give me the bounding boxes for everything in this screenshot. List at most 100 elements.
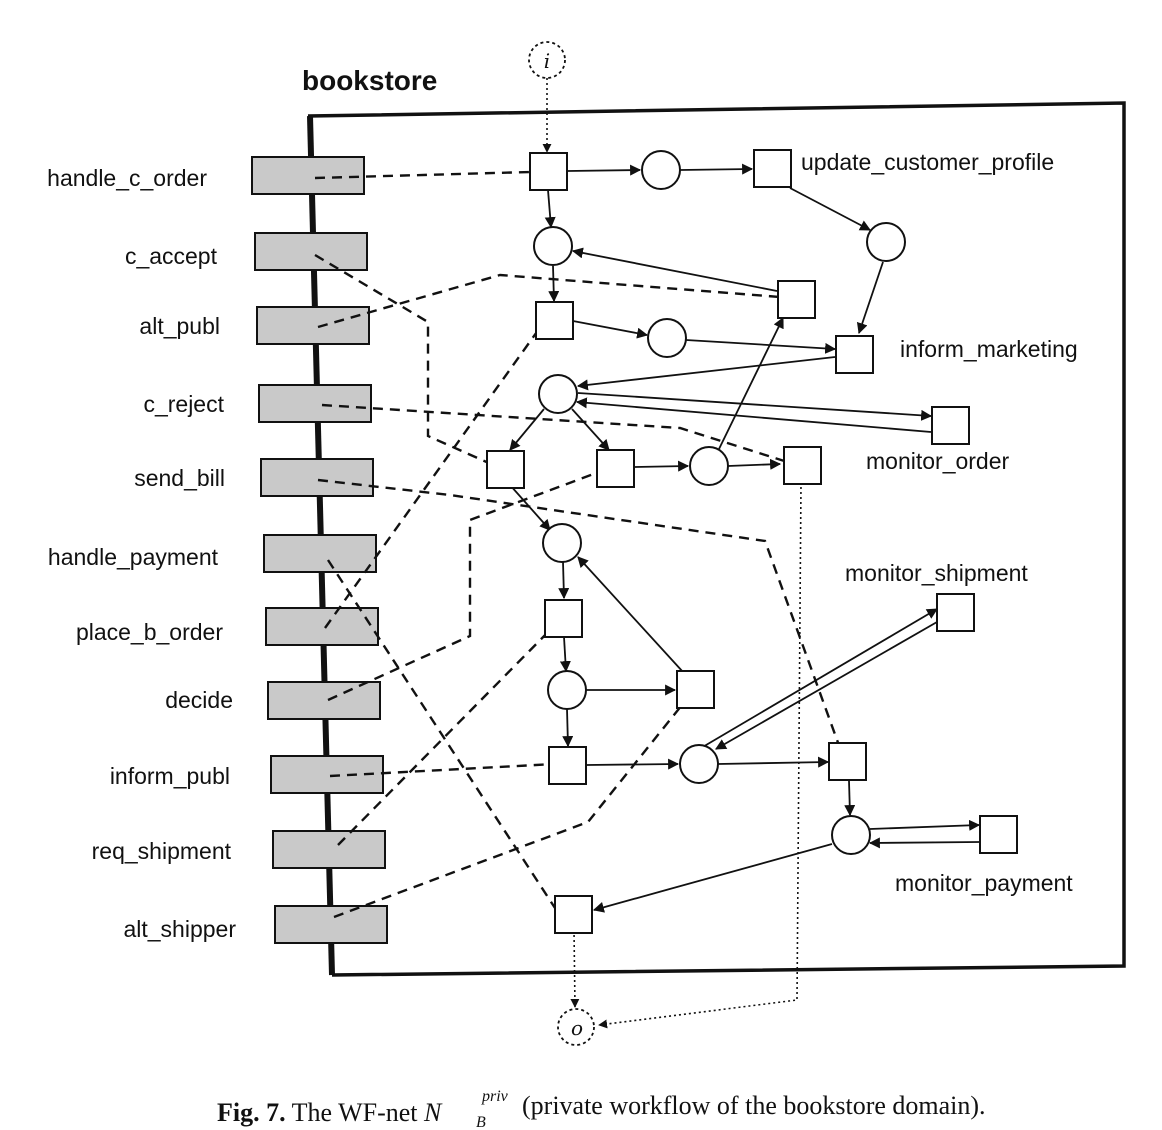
caption-superscript: priv bbox=[481, 1088, 509, 1105]
label-handle-c-order: handle_c_order bbox=[47, 165, 207, 191]
arc-t-to-p2 bbox=[571, 247, 778, 292]
arc-p2-to-t bbox=[548, 265, 560, 303]
interface-box-send-bill bbox=[260, 458, 374, 497]
arc-p5-to-t2 bbox=[727, 458, 782, 470]
label-inform-marketing: inform_marketing bbox=[900, 336, 1078, 362]
place bbox=[533, 226, 573, 266]
transition-labels: update_customer_profile inform_marketing… bbox=[801, 149, 1078, 896]
label-monitor-shipment: monitor_shipment bbox=[845, 560, 1028, 586]
caption-symbol: N bbox=[423, 1098, 443, 1127]
place bbox=[542, 523, 582, 563]
label-c-accept: c_accept bbox=[125, 243, 218, 269]
caption-subscript: B bbox=[476, 1114, 486, 1130]
place bbox=[866, 222, 906, 262]
arc-p-to-inform-marketing bbox=[856, 261, 884, 335]
end-place-label: o bbox=[571, 1016, 583, 1040]
arc-t-to-o-2 bbox=[598, 481, 802, 1029]
interface-connections bbox=[314, 170, 847, 919]
arc-p5-to-t bbox=[718, 317, 784, 450]
arc-p4-to-monitor-order bbox=[577, 392, 933, 421]
arc-t-to-o bbox=[570, 929, 580, 1008]
link-handle-payment bbox=[326, 559, 557, 909]
interface-box-c-accept bbox=[254, 232, 368, 271]
arc-monitor-order-to-p4 bbox=[575, 397, 932, 433]
transition-alt-shipper bbox=[676, 670, 715, 709]
label-alt-shipper: alt_shipper bbox=[123, 916, 236, 942]
transition-c-reject bbox=[783, 446, 822, 485]
caption-text: Fig. 7. The WF-net N bbox=[217, 1098, 443, 1127]
link-c-reject bbox=[321, 403, 801, 468]
arc-t1-to-p bbox=[567, 164, 642, 176]
arc-p8-to-t bbox=[717, 756, 830, 768]
place bbox=[538, 374, 578, 414]
transition-send-bill bbox=[828, 742, 867, 781]
caption-pre: The WF-net bbox=[286, 1098, 424, 1127]
arc-p7-to-t2 bbox=[562, 708, 574, 748]
figure-caption: Fig. 7. The WF-net N priv B (private wor… bbox=[217, 1088, 986, 1130]
label-inform-publ: inform_publ bbox=[110, 763, 230, 789]
label-c-reject: c_reject bbox=[143, 391, 224, 417]
arc-p8-to-monitor-shipment bbox=[700, 608, 938, 749]
interface-labels: handle_c_order c_accept alt_publ c_rejec… bbox=[47, 165, 236, 942]
arc-p-to-update-profile bbox=[679, 163, 754, 175]
interface-box-alt-publ bbox=[256, 306, 370, 345]
diagram-title: bookstore bbox=[302, 65, 437, 96]
caption-fig-label: Fig. 7. bbox=[217, 1098, 286, 1127]
place bbox=[679, 744, 719, 784]
transition-monitor-payment bbox=[979, 815, 1018, 854]
place bbox=[831, 815, 871, 855]
arc-t-to-p9 bbox=[844, 780, 856, 817]
arcs bbox=[509, 78, 981, 1029]
transition-decide-a bbox=[596, 449, 635, 488]
interface-box-req-shipment bbox=[272, 830, 386, 869]
interface-box-place-b-order bbox=[265, 607, 379, 646]
transition-c-accept bbox=[486, 450, 525, 489]
transition-place-b-order-a bbox=[535, 301, 574, 340]
interface-boxes bbox=[251, 156, 388, 944]
arc-t-to-p6 bbox=[577, 556, 684, 673]
arc-t-to-p5 bbox=[633, 460, 690, 472]
arc-p4-to-t-left bbox=[509, 408, 545, 451]
place bbox=[689, 446, 729, 486]
transition-monitor-order bbox=[931, 406, 970, 445]
arc-p3-to-inform-marketing bbox=[685, 339, 837, 354]
transition-inform-publ bbox=[548, 746, 587, 785]
label-send-bill: send_bill bbox=[134, 465, 225, 491]
label-alt-publ: alt_publ bbox=[139, 313, 220, 339]
places: i o bbox=[528, 41, 906, 1046]
bookstore-boundary bbox=[307, 101, 1126, 977]
link-c-accept bbox=[314, 253, 501, 470]
interface-box-alt-shipper bbox=[274, 905, 388, 944]
link-decide bbox=[327, 464, 616, 702]
arc-p9-to-t bbox=[592, 843, 833, 913]
interface-box-c-reject bbox=[258, 384, 372, 423]
transition-inform-marketing bbox=[835, 335, 874, 374]
interface-box-decide bbox=[267, 681, 381, 720]
arc-update-profile-to-p bbox=[789, 187, 871, 231]
label-req-shipment: req_shipment bbox=[92, 838, 232, 864]
place bbox=[641, 150, 681, 190]
label-place-b-order: place_b_order bbox=[76, 619, 223, 645]
link-handle-c-order bbox=[314, 170, 531, 180]
place bbox=[547, 670, 587, 710]
transition-req-shipment bbox=[544, 599, 583, 638]
end-place bbox=[557, 1008, 595, 1046]
label-monitor-order: monitor_order bbox=[866, 448, 1010, 474]
arc-t1-to-p2 bbox=[544, 189, 556, 229]
label-monitor-payment: monitor_payment bbox=[895, 870, 1073, 896]
arc-monitor-shipment-to-p8 bbox=[715, 621, 938, 750]
transition-alt-publ bbox=[777, 280, 816, 319]
label-decide: decide bbox=[165, 687, 233, 713]
arc-p6-to-t bbox=[558, 561, 570, 600]
start-place bbox=[528, 41, 566, 79]
interface-box-handle-c-order bbox=[251, 156, 365, 195]
label-handle-payment: handle_payment bbox=[48, 544, 219, 570]
arc-t-to-p6 bbox=[509, 484, 551, 531]
link-inform-publ bbox=[329, 762, 556, 778]
link-alt-shipper bbox=[333, 689, 695, 919]
link-alt-publ bbox=[317, 273, 781, 329]
interface-box-handle-payment bbox=[263, 534, 377, 573]
arc-p9-to-monitor-payment bbox=[869, 819, 981, 831]
label-update-customer-profile: update_customer_profile bbox=[801, 149, 1054, 175]
